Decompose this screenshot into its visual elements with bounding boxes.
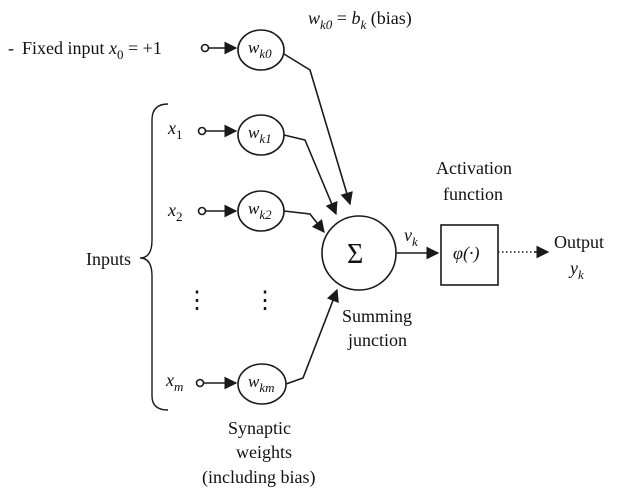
fixed-input-label: -Fixed input x0 = +1 <box>8 38 162 62</box>
input-xm-terminal <box>195 378 205 388</box>
input-x2-label: x2 <box>167 200 183 224</box>
input-xm-label: xm <box>165 370 183 394</box>
bias-weight-node <box>237 29 285 71</box>
weights-ellipsis: ⋮ <box>253 288 277 314</box>
induced-field-label: vk <box>404 225 418 249</box>
activation-symbol: φ(·) <box>453 243 479 264</box>
weight-k2-to-sum-connection <box>283 210 325 234</box>
bias-to-sum-connection <box>283 53 353 206</box>
input-x2-terminal <box>197 206 207 216</box>
input-x1-terminal <box>197 126 207 136</box>
synaptic-caption-line2: weights <box>236 442 292 462</box>
sigma-symbol: Σ <box>347 239 363 270</box>
activation-title-line2: function <box>443 184 503 204</box>
weight-k2-label: wk2 <box>248 199 272 222</box>
bias-annotation: wk0 = bk (bias) <box>308 8 412 32</box>
summing-junction-line1: Summing <box>342 306 412 326</box>
synaptic-caption-line1: Synaptic <box>228 418 291 438</box>
weight-k1-to-sum-connection <box>283 134 338 216</box>
inputs-label: Inputs <box>86 249 131 269</box>
inputs-brace <box>139 103 169 411</box>
weight-km-to-sum-connection <box>285 288 339 385</box>
weight-km-label: wkm <box>248 372 275 395</box>
summing-junction-line2: junction <box>347 330 407 350</box>
activation-title-line1: Activation <box>436 158 512 178</box>
fixed-input-terminal <box>200 43 210 53</box>
output-title: Output <box>554 232 604 252</box>
input-x1-label: x1 <box>167 118 183 142</box>
activation-function-box <box>440 224 499 286</box>
weight-k1-label: wk1 <box>248 123 272 146</box>
inputs-ellipsis: ⋮ <box>185 288 209 314</box>
output-symbol: yk <box>568 258 584 282</box>
synaptic-caption-line3: (including bias) <box>202 467 315 488</box>
bias-weight-label: wk0 <box>248 38 272 61</box>
